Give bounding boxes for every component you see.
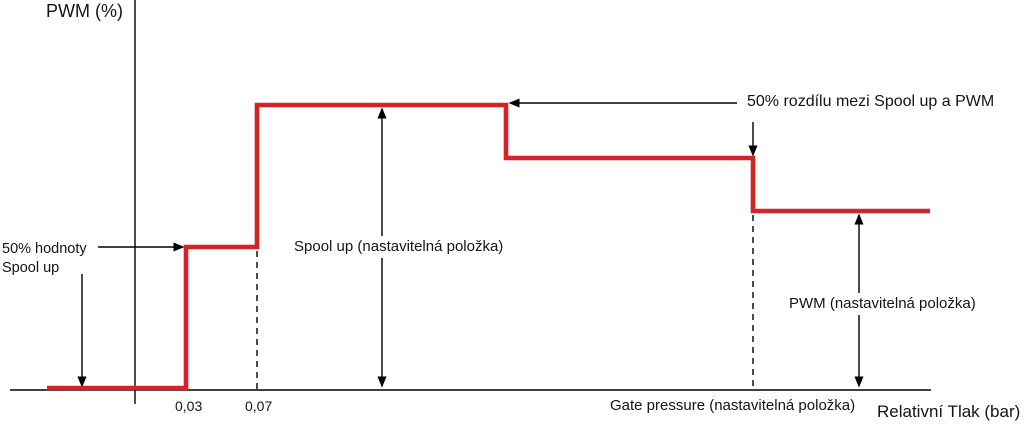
annotation-50pct-spool-up: 50% hodnoty Spool up xyxy=(2,241,87,276)
annotation-pwm-level: PWM (nastavitelná položka) xyxy=(784,293,981,315)
x-tick-0-07: 0,07 xyxy=(245,398,273,414)
annotation-gate-pressure: Gate pressure (nastavitelná položka) xyxy=(610,397,856,414)
annotation-50pct-difference: 50% rozdílu mezi Spool up a PWM xyxy=(747,93,995,110)
chart-lines xyxy=(10,0,931,404)
x-axis-title: Relativní Tlak (bar) xyxy=(877,402,1021,421)
y-axis-title: PWM (%) xyxy=(46,1,123,21)
annotation-spool-up: Spool up (nastavitelná položka) xyxy=(289,236,509,258)
x-tick-0-03: 0,03 xyxy=(175,398,203,414)
